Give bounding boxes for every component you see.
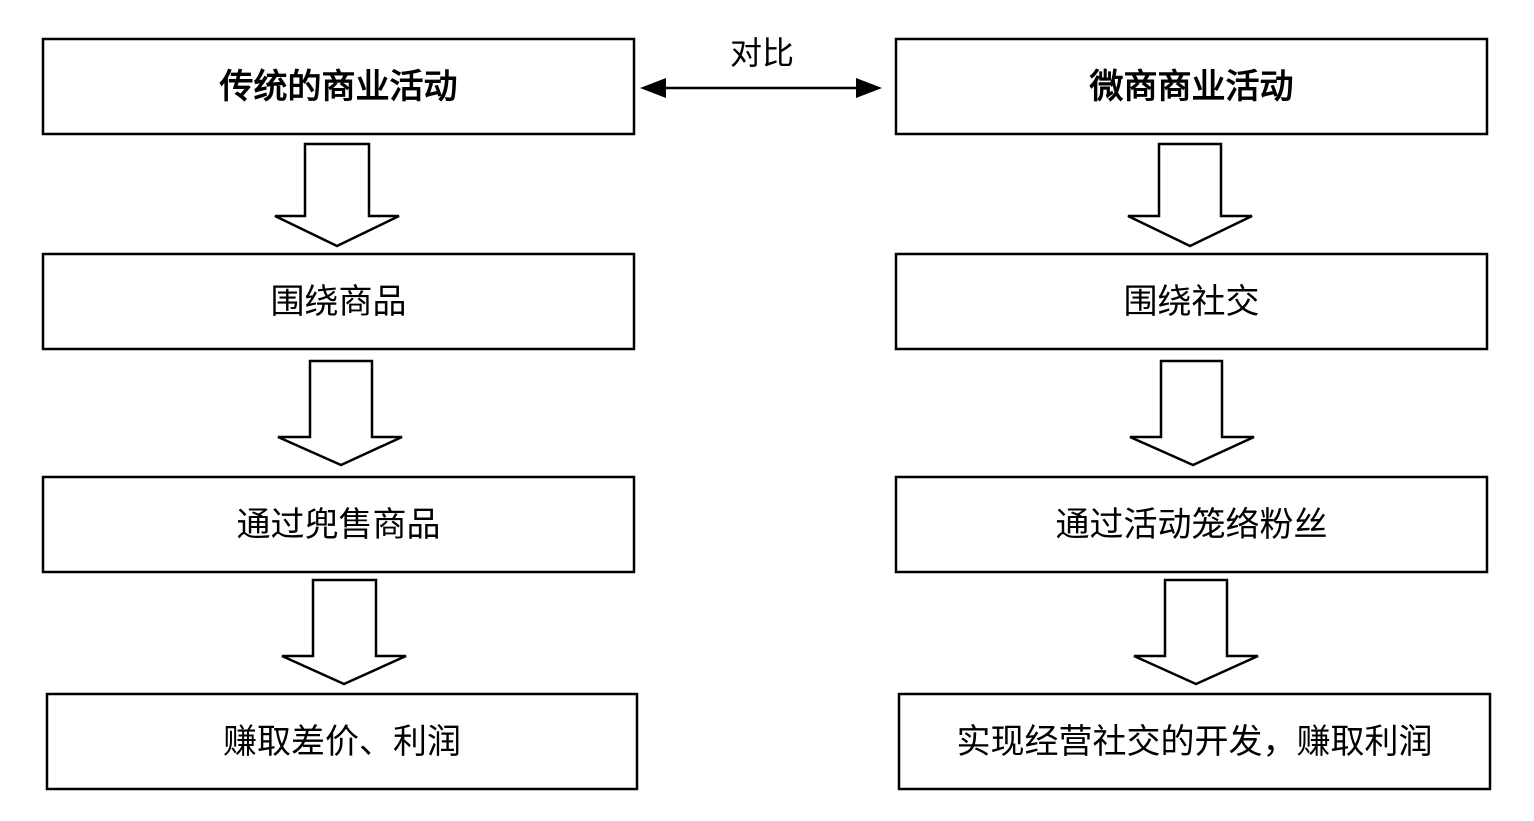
right-step-4-box: 实现经营社交的开发，赚取利润 <box>897 692 1492 791</box>
compare-arrow: 对比 <box>640 34 882 98</box>
right-step-3-box: 通过活动笼络粉丝 <box>894 475 1489 574</box>
compare-arrow-right-head <box>856 78 882 98</box>
compare-label: 对比 <box>730 34 794 72</box>
left-step-4-frame <box>45 692 639 791</box>
right-down-arrow-2 <box>1129 359 1255 467</box>
left-step-3-frame <box>41 475 636 574</box>
right-step-2-box: 围绕社交 <box>894 252 1489 351</box>
left-step-1-label: 传统的商业活动 <box>219 67 458 107</box>
left-step-1-box: 传统的商业活动 <box>41 37 636 136</box>
right-step-3-frame <box>894 475 1489 574</box>
left-step-3-box: 通过兜售商品 <box>41 475 636 574</box>
left-step-2-box: 围绕商品 <box>41 252 636 351</box>
left-step-2-frame <box>41 252 636 351</box>
right-step-1-label: 微商商业活动 <box>1089 67 1294 107</box>
right-step-2-label: 围绕社交 <box>1124 282 1260 322</box>
right-step-1-box: 微商商业活动 <box>894 37 1489 136</box>
left-down-arrow-3 <box>281 578 407 686</box>
right-step-4-frame <box>897 692 1492 791</box>
left-step-3-label: 通过兜售商品 <box>237 505 441 545</box>
right-step-4-label: 实现经营社交的开发，赚取利润 <box>957 722 1433 762</box>
left-step-1-frame <box>41 37 636 136</box>
left-step-4-box: 赚取差价、利润 <box>45 692 639 791</box>
right-down-arrow-1 <box>1127 142 1253 248</box>
right-step-2-frame <box>894 252 1489 351</box>
left-step-4-label: 赚取差价、利润 <box>223 722 461 762</box>
right-down-arrow-3 <box>1133 578 1259 686</box>
left-down-arrow-1 <box>274 142 400 248</box>
right-step-3-label: 通过活动笼络粉丝 <box>1056 505 1328 545</box>
left-down-arrow-2 <box>277 359 403 467</box>
compare-arrow-left-head <box>640 78 666 98</box>
left-step-2-label: 围绕商品 <box>271 282 407 322</box>
right-step-1-frame <box>894 37 1489 136</box>
